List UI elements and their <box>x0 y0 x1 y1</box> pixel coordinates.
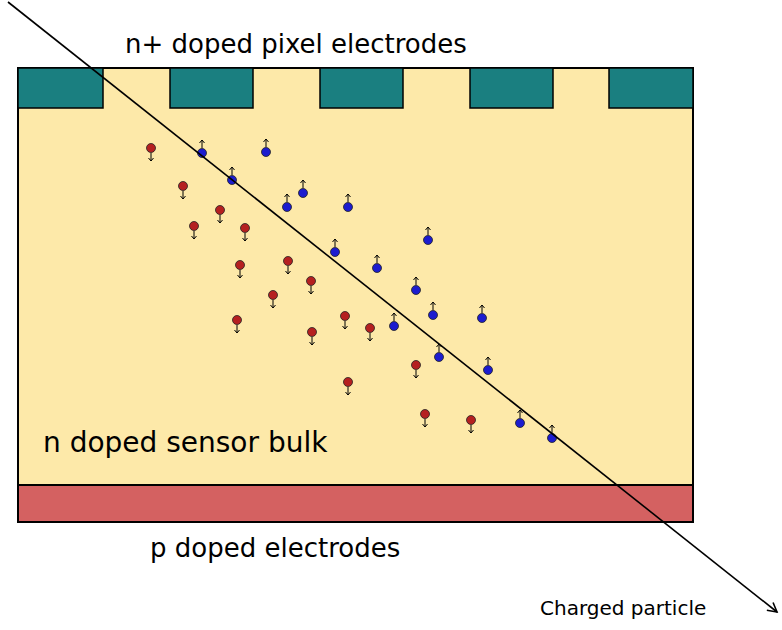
drift-arrowhead <box>230 167 235 170</box>
drift-arrowhead <box>346 194 351 197</box>
charge-carriers <box>147 139 557 443</box>
electron <box>548 434 557 443</box>
electron <box>516 419 525 428</box>
p-electrode <box>18 485 693 522</box>
drift-arrowhead <box>550 425 555 428</box>
hole <box>147 144 156 153</box>
hole <box>344 378 353 387</box>
electrode-label: n+ doped pixel electrodes <box>125 31 467 57</box>
electron <box>262 148 271 157</box>
drift-arrowhead <box>414 277 419 280</box>
drift-arrowhead <box>486 357 491 360</box>
electron <box>412 286 421 295</box>
drift-arrowhead <box>200 140 205 143</box>
drift-arrowhead <box>301 180 306 183</box>
drift-arrowhead <box>286 271 291 274</box>
hole <box>216 206 225 215</box>
drift-arrowhead <box>149 158 154 161</box>
electron <box>299 189 308 198</box>
electron <box>390 322 399 331</box>
hole <box>467 416 476 425</box>
sensor-bulk <box>18 68 693 485</box>
p-electrode-region: p doped electrodes <box>18 485 693 580</box>
drift-arrowhead <box>375 255 380 258</box>
hole <box>284 257 293 266</box>
hole <box>341 312 350 321</box>
drift-arrowhead <box>431 302 436 305</box>
drift-arrowhead <box>392 313 397 316</box>
drift-arrowhead <box>343 326 348 329</box>
drift-arrowhead <box>181 196 186 199</box>
electron <box>429 311 438 320</box>
sensor-bulk-region: n doped sensor bulk <box>18 68 693 485</box>
drift-arrowhead <box>264 139 269 142</box>
electron <box>373 264 382 273</box>
electron <box>331 248 340 257</box>
drift-arrowhead <box>333 239 338 242</box>
electron <box>283 203 292 212</box>
drift-arrowhead <box>426 227 431 230</box>
particle-track <box>8 2 777 612</box>
hole <box>308 328 317 337</box>
drift-arrowhead <box>235 330 240 333</box>
drift-arrowhead <box>310 342 315 345</box>
drift-arrowhead <box>423 424 428 427</box>
electron <box>424 236 433 245</box>
drift-arrowhead <box>469 430 474 433</box>
hole <box>307 277 316 286</box>
pixel-electrodes <box>18 68 693 108</box>
hole <box>179 182 188 191</box>
drift-arrowhead <box>271 305 276 308</box>
hole <box>190 222 199 231</box>
hole <box>412 361 421 370</box>
region-label: n doped sensor bulk <box>43 429 327 457</box>
particle-label: Charged particle <box>540 598 706 618</box>
hole <box>236 261 245 270</box>
hole <box>421 410 430 419</box>
drift-arrowhead <box>218 220 223 223</box>
drift-arrowhead <box>414 375 419 378</box>
electron <box>435 353 444 362</box>
hole <box>241 224 250 233</box>
drift-arrowhead <box>368 338 373 341</box>
electron <box>478 314 487 323</box>
region-label: p doped electrodes <box>150 535 400 561</box>
drift-arrowhead <box>192 236 197 239</box>
drift-arrowhead <box>309 291 314 294</box>
hole <box>366 324 375 333</box>
drift-arrowhead <box>480 305 485 308</box>
drift-arrowhead <box>238 275 243 278</box>
hole <box>233 316 242 325</box>
hole <box>269 291 278 300</box>
drift-arrowhead <box>243 238 248 241</box>
drift-arrowhead <box>346 392 351 395</box>
drift-arrowhead <box>285 194 290 197</box>
electron <box>484 366 493 375</box>
electron <box>344 203 353 212</box>
